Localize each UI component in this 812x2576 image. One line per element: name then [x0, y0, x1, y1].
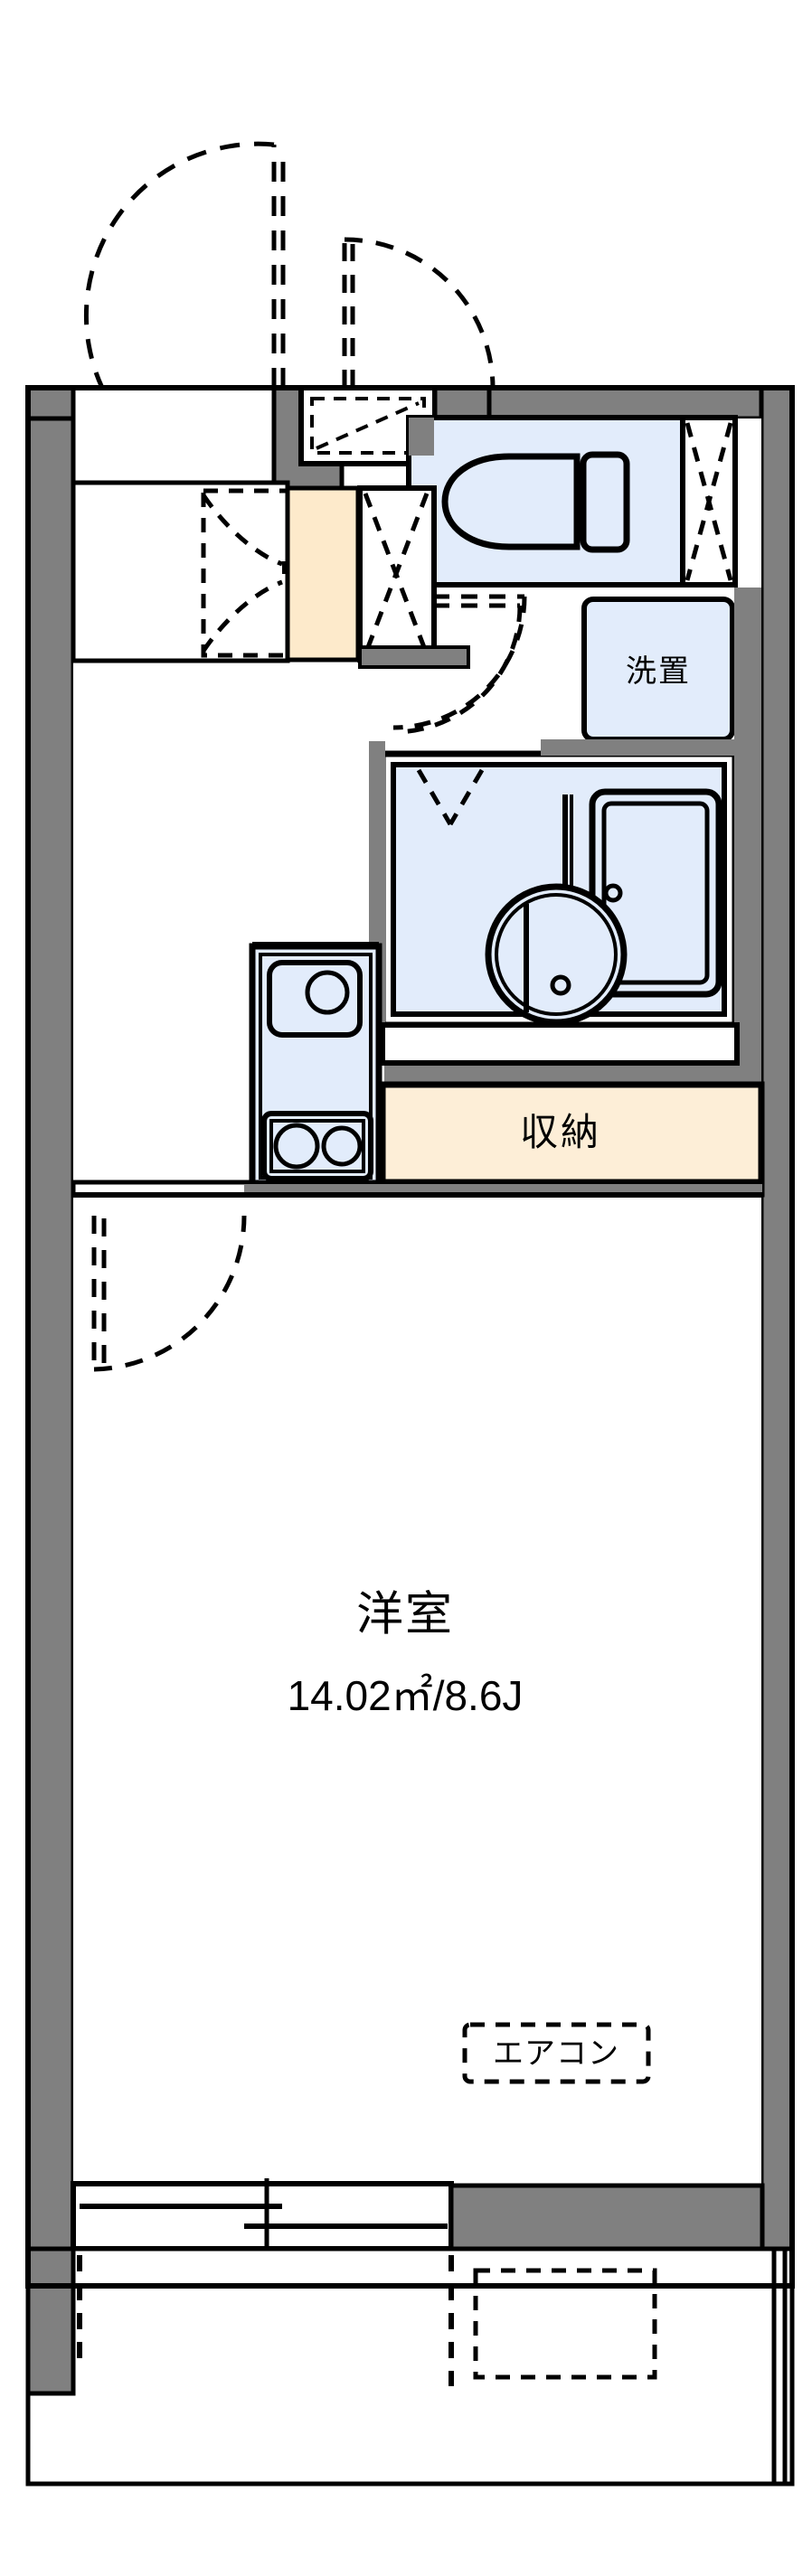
aircon-label: エアコン: [493, 2036, 619, 2071]
kitchen-unit: [249, 942, 382, 1189]
entry-door-swing: [83, 141, 286, 390]
bath-door-hatch: [416, 768, 485, 826]
toilet-room: [406, 415, 692, 588]
wall-segment-washer-right: [734, 588, 761, 739]
toilet-door-swing: [342, 237, 496, 389]
main-room-name: 洋室: [356, 1589, 454, 1641]
storage-label: 収納: [520, 1111, 601, 1153]
aircon-tag: エアコン: [462, 2022, 651, 2084]
main-room-door-swing: [91, 1215, 247, 1372]
sanitary-door-swing: [392, 594, 527, 735]
outer-outline: [25, 385, 795, 2289]
hallway-entry: [71, 480, 290, 663]
hall-room-partition: [71, 1180, 765, 1198]
closet-folding-door: [201, 488, 290, 658]
main-room-area: 14.02㎡/8.6J: [288, 1672, 524, 1719]
toilet-window: [680, 415, 738, 588]
washbasin-icon: [485, 794, 628, 1026]
washer-space-label: 洗置: [626, 654, 691, 689]
unit-bath: [379, 750, 739, 1029]
sink-icon: [267, 960, 363, 1038]
balcony-ac-outdoor-unit-outline: [473, 2268, 657, 2380]
toilet-icon: [441, 451, 630, 553]
balcony-sliding-window: [71, 2178, 765, 2256]
main-room-label-group: 洋室 14.02㎡/8.6J: [288, 1589, 524, 1719]
storage-closet: 収納: [379, 1022, 765, 1186]
two-burner-stove-icon: [261, 1111, 373, 1181]
entry-side-window: [357, 485, 470, 669]
washer-space: 洗置: [581, 597, 735, 742]
genkan-entrance-tile: [285, 485, 361, 663]
